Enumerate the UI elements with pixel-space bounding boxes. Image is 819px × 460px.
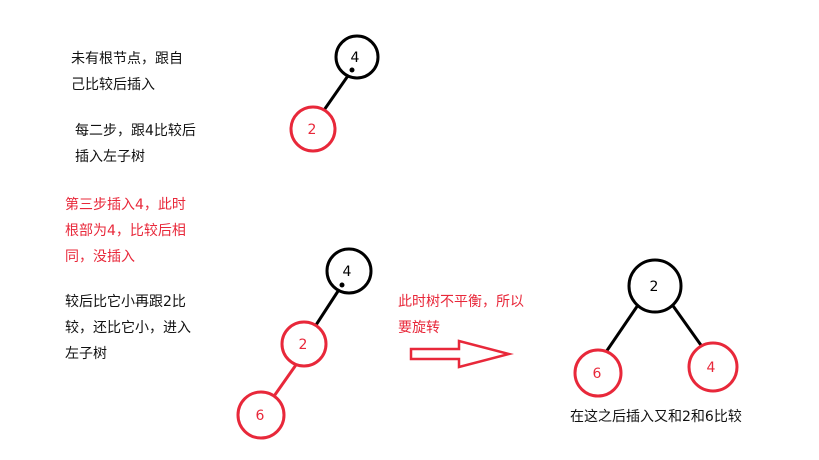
rotate-arrow (409, 339, 514, 369)
tree2: 4 2 6 (236, 247, 373, 440)
tree1-root-label: 4 (351, 50, 360, 66)
tree3-right-label: 4 (707, 360, 716, 376)
arrow-label: 此时树不平衡，所以 要旋转 (398, 289, 524, 341)
tree3-edge-left (604, 304, 640, 353)
step2-line2: 插入左子树 (75, 149, 145, 165)
tree2-root-node (325, 247, 373, 295)
tree1-edge (320, 69, 354, 114)
tree1-connector-dot (349, 67, 355, 73)
arrow-label-line1: 此时树不平衡，所以 (398, 294, 524, 310)
step1-line2: 己比较后插入 (71, 77, 155, 93)
step4-note: 较后比它小再跟2比 较，还比它小，进入 左子树 (65, 289, 191, 367)
tree3-right-node (687, 341, 739, 393)
tree1-root-node (334, 34, 380, 80)
tree3-left-label: 6 (593, 366, 602, 382)
tree1-left-label: 2 (308, 122, 317, 138)
result-caption: 在这之后插入又和2和6比较 (570, 404, 742, 430)
arrow-label-line2: 要旋转 (398, 320, 440, 336)
step3-line2: 根部为4，比较后相 (65, 223, 186, 239)
tree2-left-node (280, 320, 328, 368)
step3-line1: 第三步插入4，此时 (65, 197, 186, 213)
step3-line3: 同，没插入 (65, 249, 135, 265)
result-caption-text: 在这之后插入又和2和6比较 (570, 409, 742, 425)
tree1: 4 2 (289, 34, 380, 153)
tree2-left-label: 2 (299, 337, 308, 353)
tree3-root-label: 2 (650, 279, 659, 295)
step4-line1: 较后比它小再跟2比 (65, 294, 186, 310)
tree3: 2 6 4 (573, 258, 739, 398)
tree2-edge-root-left (314, 284, 344, 326)
tree1-left-node (289, 105, 337, 153)
tree2-edge-left-leftleft (270, 361, 300, 400)
tree2-leftleft-label: 6 (256, 408, 265, 424)
hollow-arrow-icon (409, 339, 514, 369)
tree2-connector-dot (339, 282, 345, 288)
tree3-left-node (573, 348, 623, 398)
step2-line1: 每二步，跟4比较后 (75, 123, 196, 139)
step1-note: 未有根节点，跟自 己比较后插入 (71, 46, 183, 98)
step4-line2: 较，还比它小，进入 (65, 320, 191, 336)
step2-note: 每二步，跟4比较后 插入左子树 (75, 118, 196, 170)
tree3-edge-right (669, 302, 705, 349)
step4-line3: 左子树 (65, 346, 107, 362)
tree3-root-node (627, 258, 683, 314)
tree2-root-label: 4 (343, 264, 352, 280)
step1-line1: 未有根节点，跟自 (71, 51, 183, 67)
tree2-leftleft-node (236, 390, 286, 440)
step3-note: 第三步插入4，此时 根部为4，比较后相 同，没插入 (65, 192, 186, 270)
